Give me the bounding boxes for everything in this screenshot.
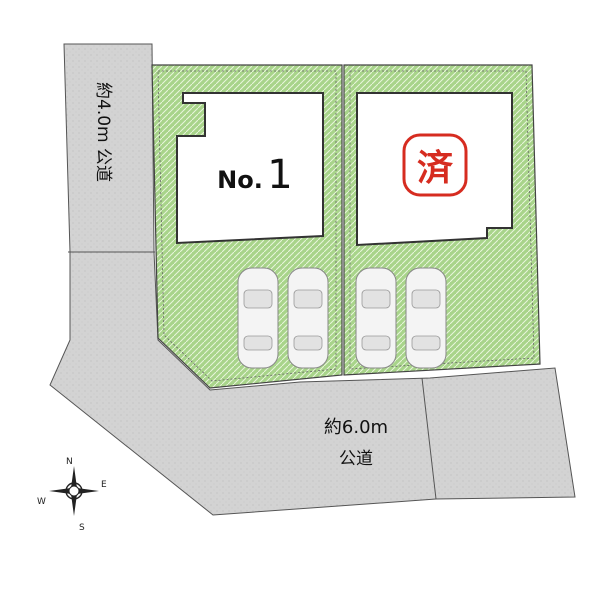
compass-east-label: E: [101, 480, 107, 490]
parking-car: [287, 267, 329, 369]
compass-south-label: S: [79, 523, 85, 533]
sold-stamp-label: 済: [417, 148, 453, 189]
compass: N E S W: [37, 457, 107, 533]
lot-2-boundary-inner: [349, 70, 535, 370]
compass-north-label: N: [66, 457, 73, 467]
parking-car: [355, 267, 397, 369]
lot-1-label-number: 1: [267, 152, 292, 198]
south-road-label-type: 公道: [339, 449, 373, 469]
lot-1-building: [176, 92, 324, 245]
compass-ring-icon: [65, 482, 83, 500]
sold-stamp: 済: [402, 133, 468, 197]
north-road-label: 約4.0m 公道: [93, 82, 113, 182]
compass-west-label: W: [37, 497, 46, 507]
parking-car: [405, 267, 447, 369]
lot-1-label-prefix: No.: [217, 166, 263, 194]
parking-car: [237, 267, 279, 369]
south-road-label-width: 約6.0m: [324, 417, 388, 438]
south-road: [49, 251, 576, 516]
lot-1-boundary-inner: [157, 70, 337, 382]
south-road-divider: [421, 377, 437, 500]
